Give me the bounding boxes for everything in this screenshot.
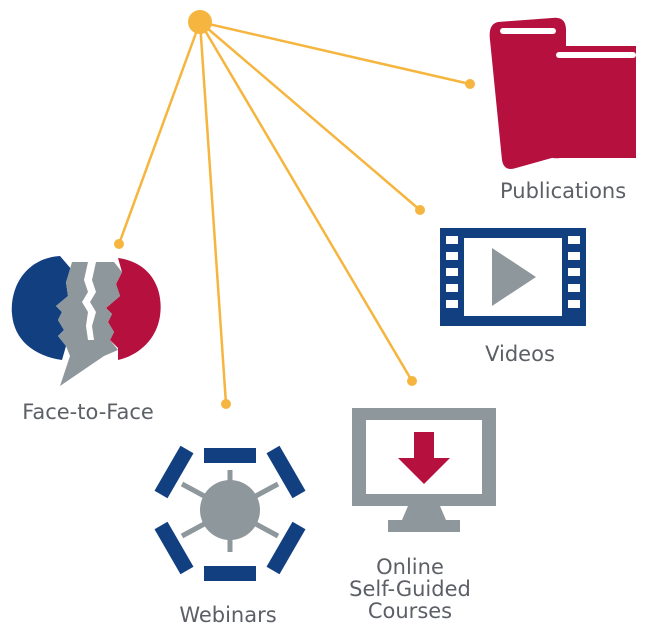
connector-lines xyxy=(117,20,471,405)
monitor-download-icon xyxy=(352,408,496,532)
label-online-line-2: Self-Guided xyxy=(349,577,471,601)
label-publications: Publications xyxy=(500,179,627,203)
label-webinars: Webinars xyxy=(179,603,277,627)
dot-online xyxy=(407,376,417,386)
books-icon xyxy=(489,17,636,169)
label-videos: Videos xyxy=(485,342,555,366)
label-online-line-3: Courses xyxy=(367,599,453,623)
connector-face xyxy=(117,21,202,245)
dot-webinars xyxy=(221,399,231,409)
dot-videos xyxy=(415,205,425,215)
connector-publications xyxy=(199,20,471,86)
label-online-line-1: Online xyxy=(376,555,444,579)
film-play-icon xyxy=(440,228,586,326)
connector-webinars xyxy=(198,21,228,405)
facing-heads-icon xyxy=(11,256,161,386)
dot-publications xyxy=(465,79,475,89)
hub-node xyxy=(188,10,212,34)
dot-face xyxy=(114,239,124,249)
network-hub-icon xyxy=(154,445,306,581)
connector-dots xyxy=(114,10,475,409)
label-face-to-face: Face-to-Face xyxy=(22,400,154,424)
connector-online xyxy=(198,21,414,382)
label-online-courses: Online Self-Guided Courses xyxy=(340,556,480,622)
connector-videos xyxy=(199,21,421,211)
